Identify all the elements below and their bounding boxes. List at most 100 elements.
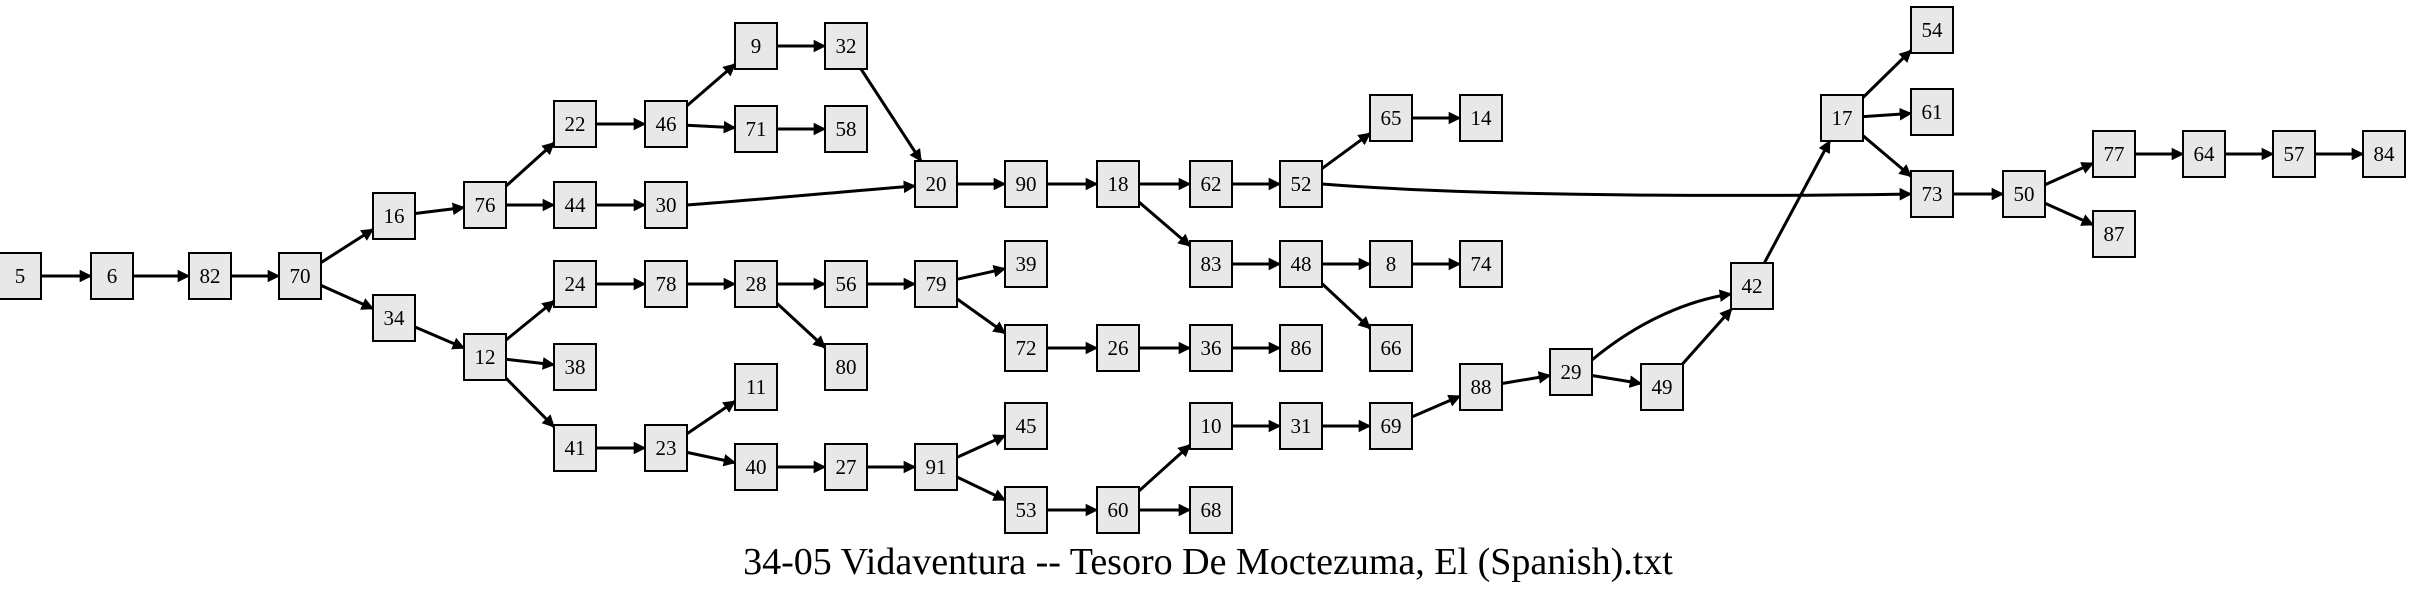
node-16: 16 (372, 192, 416, 240)
node-box (1369, 402, 1413, 450)
node-box (644, 100, 688, 148)
edge-17-to-61 (1862, 107, 1913, 121)
node-73: 73 (1910, 170, 1954, 218)
node-label: 30 (656, 193, 677, 217)
node-label: 87 (2104, 222, 2125, 246)
node-34: 34 (372, 294, 416, 342)
node-label: 60 (1108, 498, 1129, 522)
node-box (1279, 240, 1323, 288)
node-68: 68 (1189, 486, 1233, 534)
edge-46-to-9 (686, 63, 736, 107)
node-label: 17 (1832, 106, 1853, 130)
node-label: 70 (290, 264, 311, 288)
node-53: 53 (1004, 486, 1048, 534)
edge-49-to-42 (1681, 308, 1733, 365)
node-label: 44 (565, 193, 587, 217)
node-label: 45 (1016, 414, 1037, 438)
node-58: 58 (824, 105, 868, 153)
edge-42-to-17 (1762, 139, 1832, 264)
node-label: 26 (1108, 336, 1129, 360)
node-box (2362, 130, 2406, 178)
node-label: 50 (2014, 182, 2035, 206)
node-box (644, 424, 688, 472)
edge-12-to-24 (505, 299, 555, 342)
node-box (1004, 486, 1048, 534)
node-label: 79 (926, 272, 947, 296)
node-box (372, 192, 416, 240)
node-label: 54 (1922, 18, 1944, 42)
node-62: 62 (1189, 160, 1233, 208)
node-box (553, 100, 597, 148)
edge-32-to-20 (859, 68, 923, 163)
node-61: 61 (1910, 88, 1954, 136)
node-86: 86 (1279, 324, 1323, 372)
node-label: 24 (565, 272, 587, 296)
edge-29-to-42 (1591, 289, 1733, 362)
edge-48-to-66 (1320, 282, 1372, 330)
node-label: 46 (656, 112, 677, 136)
node-box (1369, 94, 1413, 142)
node-32: 32 (824, 22, 868, 70)
edge-52-to-73 (1321, 182, 1913, 201)
node-20: 20 (914, 160, 958, 208)
node-label: 90 (1016, 172, 1037, 196)
node-40: 40 (734, 443, 778, 491)
node-80: 80 (824, 343, 868, 391)
node-box (1459, 94, 1503, 142)
node-28: 28 (734, 260, 778, 308)
node-18: 18 (1096, 160, 1140, 208)
node-87: 87 (2092, 210, 2136, 258)
node-label: 27 (836, 455, 857, 479)
node-41: 41 (553, 424, 597, 472)
node-box (1910, 170, 1954, 218)
node-box (2182, 130, 2226, 178)
node-label: 88 (1471, 375, 1492, 399)
node-box (2272, 130, 2316, 178)
node-label: 38 (565, 355, 586, 379)
edge-23-to-40 (686, 450, 737, 467)
node-label: 48 (1291, 252, 1312, 276)
node-box (734, 22, 778, 70)
node-box (1640, 363, 1684, 411)
node-label: 5 (15, 264, 26, 288)
node-42: 42 (1730, 262, 1774, 310)
edge-50-to-87 (2044, 201, 2095, 227)
node-64: 64 (2182, 130, 2226, 178)
node-11: 11 (734, 363, 778, 411)
node-56: 56 (824, 260, 868, 308)
edge-70-to-34 (320, 284, 375, 310)
node-label: 42 (1742, 274, 1763, 298)
node-box (553, 260, 597, 308)
node-box (463, 333, 507, 381)
node-label: 20 (926, 172, 947, 196)
node-label: 41 (565, 436, 586, 460)
node-label: 10 (1201, 414, 1222, 438)
node-box (1910, 88, 1954, 136)
node-54: 54 (1910, 6, 1954, 54)
node-label: 76 (475, 193, 496, 217)
node-label: 49 (1652, 375, 1673, 399)
edge-50-to-77 (2044, 161, 2095, 187)
edge-28-to-80 (775, 302, 827, 349)
node-label: 66 (1381, 336, 1402, 360)
node-30: 30 (644, 181, 688, 229)
edge-17-to-73 (1862, 134, 1912, 178)
node-box (0, 252, 42, 300)
node-box (914, 160, 958, 208)
node-label: 61 (1922, 100, 1943, 124)
node-box (914, 260, 958, 308)
node-label: 39 (1016, 252, 1037, 276)
node-49: 49 (1640, 363, 1684, 411)
node-box (1279, 324, 1323, 372)
node-box (188, 252, 232, 300)
node-label: 11 (746, 375, 766, 399)
node-17: 17 (1820, 94, 1864, 142)
edge-79-to-72 (956, 297, 1007, 335)
node-23: 23 (644, 424, 688, 472)
node-label: 18 (1108, 172, 1129, 196)
node-label: 57 (2284, 142, 2305, 166)
node-36: 36 (1189, 324, 1233, 372)
node-50: 50 (2002, 170, 2046, 218)
node-box (1189, 486, 1233, 534)
node-label: 29 (1561, 360, 1582, 384)
